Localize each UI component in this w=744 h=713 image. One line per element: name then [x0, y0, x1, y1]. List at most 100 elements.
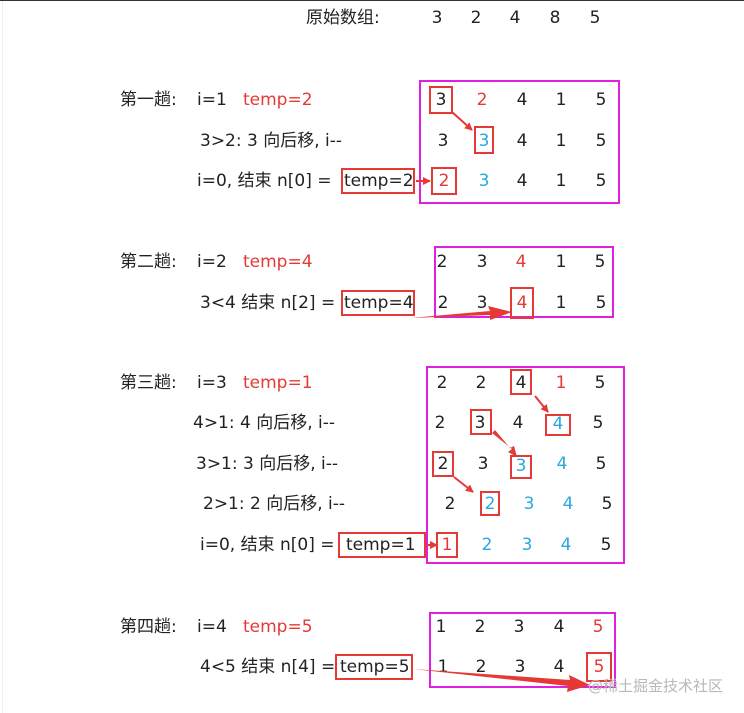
cell: 1: [441, 535, 453, 555]
cell: 2: [475, 657, 487, 677]
cell: 4: [516, 90, 528, 110]
cell: 3: [523, 494, 535, 514]
cell: 1: [555, 293, 567, 313]
original-value: 8: [549, 8, 561, 28]
original-value: 4: [509, 8, 521, 28]
pass-1-end-temp: temp=2: [344, 171, 414, 191]
pass-2-temp: temp=4: [243, 252, 313, 272]
cell: 5: [595, 454, 607, 474]
pass-3-array-frame: [426, 366, 625, 564]
cell: 5: [600, 535, 612, 555]
cell: 2: [484, 494, 496, 514]
cell: 4: [516, 171, 528, 191]
cell: 3: [514, 657, 526, 677]
cell: 1: [555, 373, 567, 393]
pass-4-end: 4<5 结束 n[4] =: [200, 657, 336, 677]
pass-4-end-temp: temp=5: [340, 657, 410, 677]
pass-2-title: 第二趟:: [120, 252, 177, 272]
cell: 2: [481, 535, 493, 555]
pass-4-temp: temp=5: [243, 617, 313, 637]
pass-1-temp: temp=2: [243, 90, 313, 110]
cell: 3: [476, 252, 488, 272]
pass-3-step: 3>1: 3 向后移, i--: [196, 454, 339, 474]
original-value: 3: [431, 8, 443, 28]
pass-3-highlight-box: [545, 414, 571, 436]
pass-3-highlight-box: [432, 451, 454, 477]
pass-1-highlight-box: [474, 126, 494, 154]
cell: 2: [437, 293, 449, 313]
pass-2-end-temp-box: [341, 290, 415, 316]
pass-1-highlight-box: [431, 167, 457, 195]
pass-3-end-temp-box: [338, 532, 426, 558]
cell: 2: [444, 494, 456, 514]
cell: 4: [553, 657, 565, 677]
pass-4-highlight-box: [586, 652, 612, 682]
pass-1-highlight-box: [429, 86, 453, 114]
pass-3-highlight-box: [480, 491, 500, 516]
cell: 1: [555, 171, 567, 191]
pass-4-i: i=4: [197, 617, 227, 637]
cell: 4: [515, 252, 527, 272]
cell: 4: [560, 535, 572, 555]
pass-2-i: i=2: [197, 252, 227, 272]
pass-1-array-frame: [419, 80, 620, 204]
cell: 1: [555, 131, 567, 151]
pass-3-end: i=0, 结束 n[0] =: [200, 535, 335, 555]
cell: 2: [475, 373, 487, 393]
cell: 3: [435, 90, 447, 110]
cell: 4: [516, 131, 528, 151]
cell: 3: [515, 456, 527, 476]
pass-1-step: 3>2: 3 向后移, i--: [200, 131, 343, 151]
cell: 4: [553, 617, 565, 637]
cell: 5: [594, 252, 606, 272]
pass-3-title: 第三趟:: [120, 373, 177, 393]
cell: 2: [437, 454, 449, 474]
cell: 3: [474, 413, 486, 433]
pass-4-end-temp-box: [335, 654, 413, 680]
cell: 3: [476, 293, 488, 313]
cell: 5: [595, 90, 607, 110]
pass-2-highlight-box: [510, 287, 534, 319]
cell: 5: [595, 171, 607, 191]
original-value: 5: [589, 8, 601, 28]
cell: 3: [437, 131, 449, 151]
pass-3-highlight-box: [510, 369, 532, 395]
cell: 5: [601, 494, 613, 514]
cell: 2: [438, 171, 450, 191]
cell: 5: [593, 657, 605, 677]
watermark: @稀土掘金技术社区: [588, 677, 724, 695]
cell: 2: [434, 413, 446, 433]
pass-1-end: i=0, 结束 n[0] =: [197, 171, 332, 191]
cell: 5: [595, 293, 607, 313]
cell: 2: [436, 373, 448, 393]
cell: 2: [436, 252, 448, 272]
cell: 1: [555, 252, 567, 272]
pass-2-end-temp: temp=4: [344, 293, 414, 313]
cell: 2: [476, 90, 488, 110]
pass-3-end-temp: temp=1: [346, 535, 416, 555]
pass-2-end: 3<4 结束 n[2] =: [200, 293, 336, 313]
cell: 4: [556, 454, 568, 474]
cell: 3: [478, 131, 490, 151]
cell: 4: [562, 494, 574, 514]
cell: 5: [592, 617, 604, 637]
pass-3-temp: temp=1: [243, 373, 313, 393]
cell: 3: [513, 617, 525, 637]
cell: 4: [512, 413, 524, 433]
cell: 3: [478, 171, 490, 191]
pass-4-title: 第四趟:: [120, 617, 177, 637]
left-border: [2, 1, 3, 713]
cell: 3: [521, 535, 533, 555]
original-array-label: 原始数组:: [306, 8, 380, 28]
cell: 1: [555, 90, 567, 110]
cell: 2: [474, 617, 486, 637]
cell: 1: [437, 657, 449, 677]
cell: 3: [477, 454, 489, 474]
pass-3-step: 2>1: 2 向后移, i--: [203, 494, 346, 514]
cell: 4: [515, 373, 527, 393]
cell: 5: [595, 131, 607, 151]
cell: 4: [516, 293, 528, 313]
pass-1-end-temp-box: [341, 168, 415, 194]
pass-1-i: i=1: [197, 90, 227, 110]
